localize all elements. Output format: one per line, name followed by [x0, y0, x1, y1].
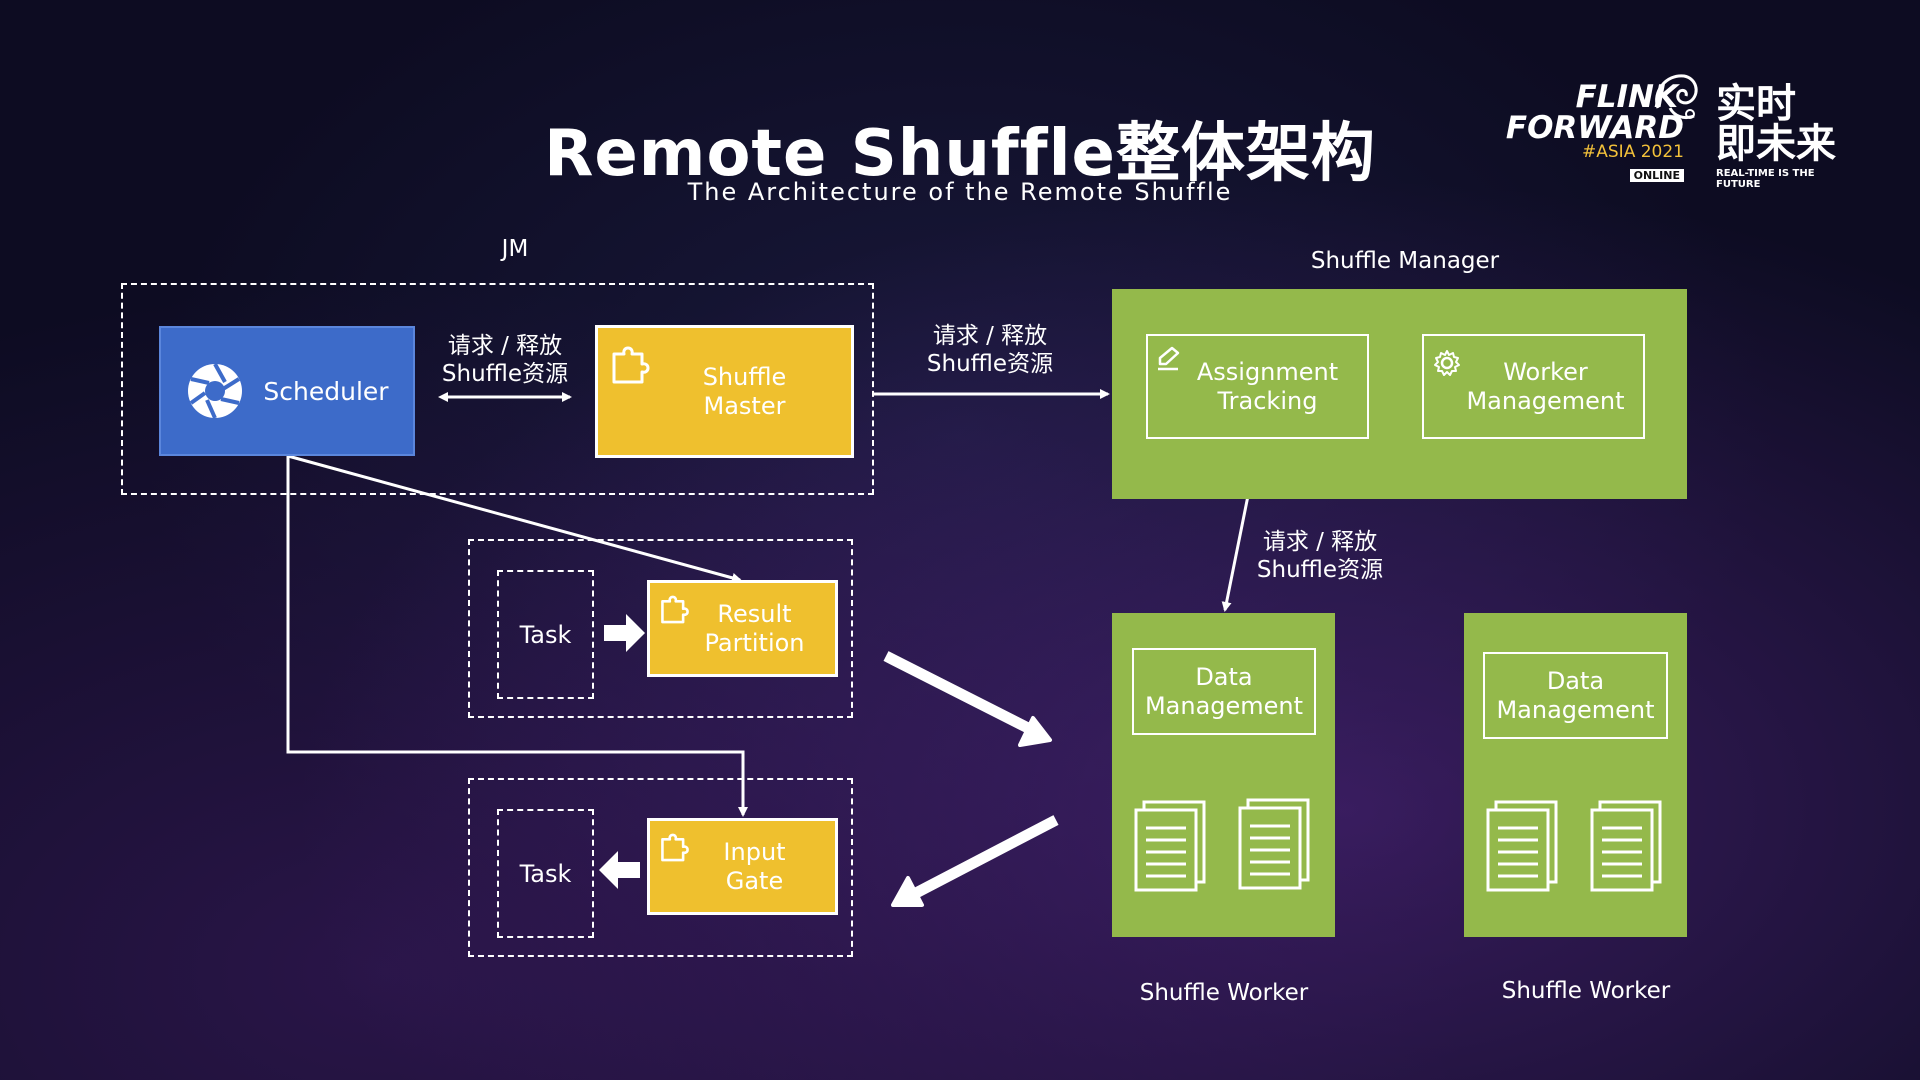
shuffle-worker-label-1: Shuffle Worker	[1139, 980, 1309, 1006]
logo-cn-line1: 实时	[1716, 81, 1796, 127]
input-gate-to-task-arrow	[599, 851, 640, 889]
squirrel-icon	[1655, 74, 1698, 120]
assignment-tracking-label: Assignment Tracking	[1196, 357, 1339, 415]
edit-icon	[1158, 346, 1180, 371]
shuffle-manager-label: Shuffle Manager	[1310, 248, 1500, 274]
scheduler-box[interactable]: Scheduler	[159, 326, 415, 456]
document-icon	[1238, 798, 1310, 890]
task-to-result-arrow	[604, 614, 645, 652]
puzzle-icon	[661, 833, 689, 862]
aperture-icon	[188, 363, 243, 419]
input-gate-box[interactable]: Input Gate	[647, 818, 838, 915]
document-icon	[1134, 800, 1206, 892]
shuffle-manager-box[interactable]	[1112, 289, 1687, 499]
puzzle-icon	[661, 595, 689, 624]
shuffle-master-label: Shuffle Master	[702, 362, 787, 420]
result-partition-box[interactable]: Result Partition	[647, 580, 838, 677]
worker-to-input-gate-arrow	[891, 815, 1059, 907]
input-gate-label: Input Gate	[723, 837, 786, 895]
document-icon	[1486, 800, 1558, 892]
puzzle-icon	[612, 346, 650, 384]
logo-online-badge: ONLINE	[1629, 169, 1684, 182]
task-box-2[interactable]: Task	[497, 809, 594, 938]
gear-icon	[1434, 350, 1460, 376]
logo-asia: #ASIA 2021	[1582, 142, 1684, 162]
task-label-1: Task	[519, 620, 572, 649]
scheduler-input-gate-line	[286, 456, 748, 817]
data-management-box-2[interactable]: Data Management	[1483, 652, 1668, 739]
worker-management-box[interactable]: Worker Management	[1422, 334, 1645, 439]
result-partition-group	[468, 539, 853, 718]
logo-line2: FORWARD	[1505, 110, 1684, 146]
page-subtitle: The Architecture of the Remote Shuffle	[687, 178, 1233, 206]
shuffle-master-box[interactable]: Shuffle Master	[595, 325, 854, 458]
document-icon	[1590, 800, 1662, 892]
logo-cn-line2: 即未来	[1716, 121, 1836, 167]
data-management-box-1[interactable]: Data Management	[1132, 648, 1316, 735]
result-partition-label: Result Partition	[704, 599, 805, 657]
task-box-1[interactable]: Task	[497, 570, 594, 699]
scheduler-result-partition-line	[287, 454, 742, 583]
assignment-tracking-box[interactable]: Assignment Tracking	[1146, 334, 1369, 439]
flink-forward-logo: FLINK FORWARD #ASIA 2021 ONLINE 实时 即未来 R…	[1500, 74, 1850, 190]
worker-management-label: Worker Management	[1466, 357, 1625, 415]
shuffle-worker-label-2: Shuffle Worker	[1501, 978, 1671, 1004]
jm-label: JM	[501, 236, 529, 262]
logo-tagline: REAL-TIME IS THE FUTURE	[1716, 168, 1815, 190]
request-label-manager: 请求 / 释放 Shuffle资源	[926, 323, 1054, 377]
page-title: Remote Shuffle整体架构	[544, 117, 1376, 191]
request-label-jm: 请求 / 释放 Shuffle资源	[441, 333, 569, 387]
jm-container	[121, 283, 874, 495]
task-label-2: Task	[519, 859, 572, 888]
partition-to-worker-arrow	[883, 651, 1052, 747]
request-label-worker: 请求 / 释放 Shuffle资源	[1256, 529, 1384, 583]
input-gate-group	[468, 778, 853, 957]
scheduler-label: Scheduler	[263, 376, 389, 406]
